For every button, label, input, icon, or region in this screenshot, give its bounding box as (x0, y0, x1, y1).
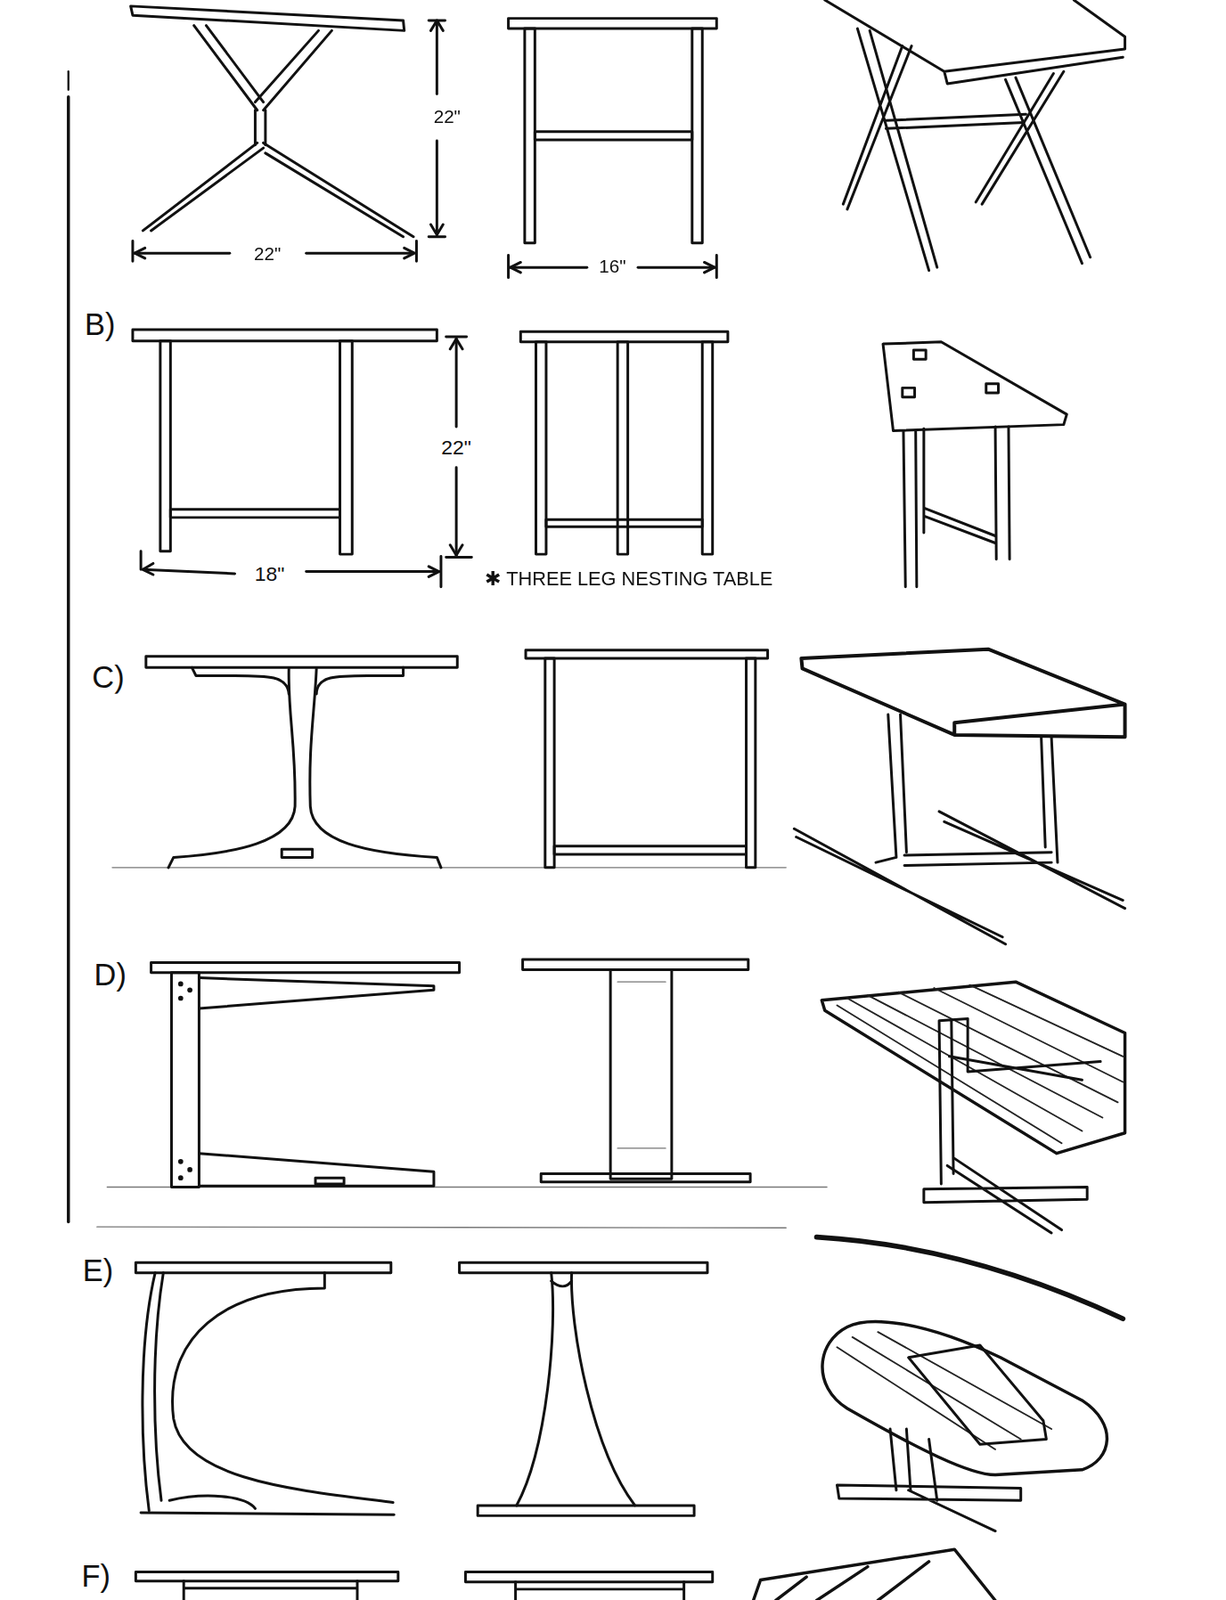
section-letter: F) (78, 1559, 114, 1594)
section-letter: B) (81, 307, 119, 342)
dimension: 22" (430, 106, 464, 128)
dimension: 22" (251, 245, 285, 266)
dimension: 22" (438, 435, 475, 458)
note: ✱ THREE LEG NESTING TABLE (482, 569, 777, 591)
section-letter: D) (90, 957, 130, 992)
section-letter: C) (89, 660, 128, 695)
dimension: 18" (251, 562, 288, 585)
dimension: 16" (596, 257, 630, 278)
section-letter: E) (79, 1254, 116, 1289)
